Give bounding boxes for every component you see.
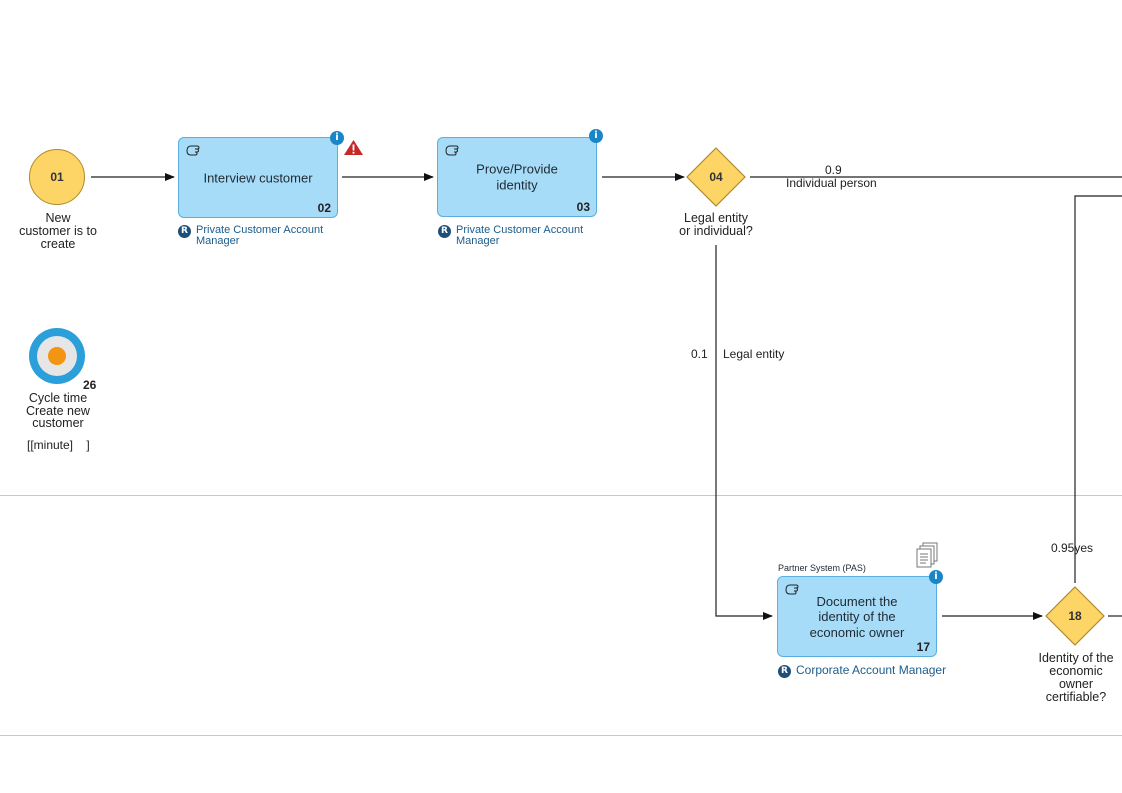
flow-label-legal: Legal entity: [723, 347, 785, 361]
flow-probability-legal: 0.1: [691, 347, 708, 361]
flow-04-17: [715, 245, 773, 620]
info-icon[interactable]: i: [929, 570, 943, 584]
gateway-diamond: [1045, 586, 1105, 646]
gateway-number: 18: [1068, 609, 1082, 623]
flow-probability-individual: 0.9: [825, 163, 842, 177]
gateway-18[interactable]: 18: [1045, 586, 1105, 646]
role-label: Private Customer Account Manager: [456, 224, 584, 247]
system-label: Partner System (PAS): [778, 563, 866, 573]
kpi-number: 26: [83, 378, 97, 392]
lane-separator-1: [0, 495, 1122, 496]
role-label: Corporate Account Manager: [796, 663, 947, 677]
task-title: Prove/Provide identity: [476, 161, 558, 193]
info-icon[interactable]: i: [589, 129, 603, 143]
role-label: Private Customer Account Manager: [196, 224, 324, 247]
task-number: 02: [317, 201, 331, 215]
manual-task-icon: [186, 145, 200, 156]
task-number: 17: [916, 640, 930, 654]
gateway-04-label: Legal entity or individual?: [679, 211, 753, 238]
flow-18-yes: [1074, 195, 1122, 583]
kpi-unit: [[minute] ]: [27, 438, 90, 452]
task-interview-customer[interactable]: Interview customer 02: [178, 137, 338, 218]
flow-label-individual: Individual person: [786, 176, 877, 190]
task-title: Interview customer: [203, 169, 313, 185]
gateway-04[interactable]: 04: [686, 147, 746, 207]
start-event[interactable]: 01: [29, 149, 85, 205]
flow-label-yes: 0.95yes: [1051, 541, 1094, 555]
gateway-number: 04: [709, 170, 723, 184]
role-icon: R: [778, 665, 791, 678]
start-event-number: 01: [50, 170, 64, 184]
kpi-label: Cycle time Create new customer: [26, 391, 90, 430]
start-event-label: New customer is to create: [19, 211, 97, 251]
info-icon[interactable]: i: [330, 131, 344, 145]
warning-icon[interactable]: [343, 139, 364, 156]
role-icon: R: [178, 225, 191, 238]
gateway-diamond: [686, 147, 746, 207]
lane-separator-2: [0, 735, 1122, 736]
manual-task-icon: [785, 584, 799, 595]
kpi-target-icon[interactable]: [28, 327, 86, 385]
task-document-identity-economic-owner[interactable]: Document the identity of the economic ow…: [777, 576, 937, 657]
task-number: 03: [576, 200, 590, 214]
manual-task-icon: [445, 145, 459, 156]
gateway-18-label: Identity of the economic owner certifiab…: [1038, 651, 1114, 704]
documents-icon[interactable]: [915, 542, 939, 570]
task-prove-provide-identity[interactable]: Prove/Provide identity 03: [437, 137, 597, 217]
role-icon: R: [438, 225, 451, 238]
task-title: Document the identity of the economic ow…: [809, 593, 905, 640]
